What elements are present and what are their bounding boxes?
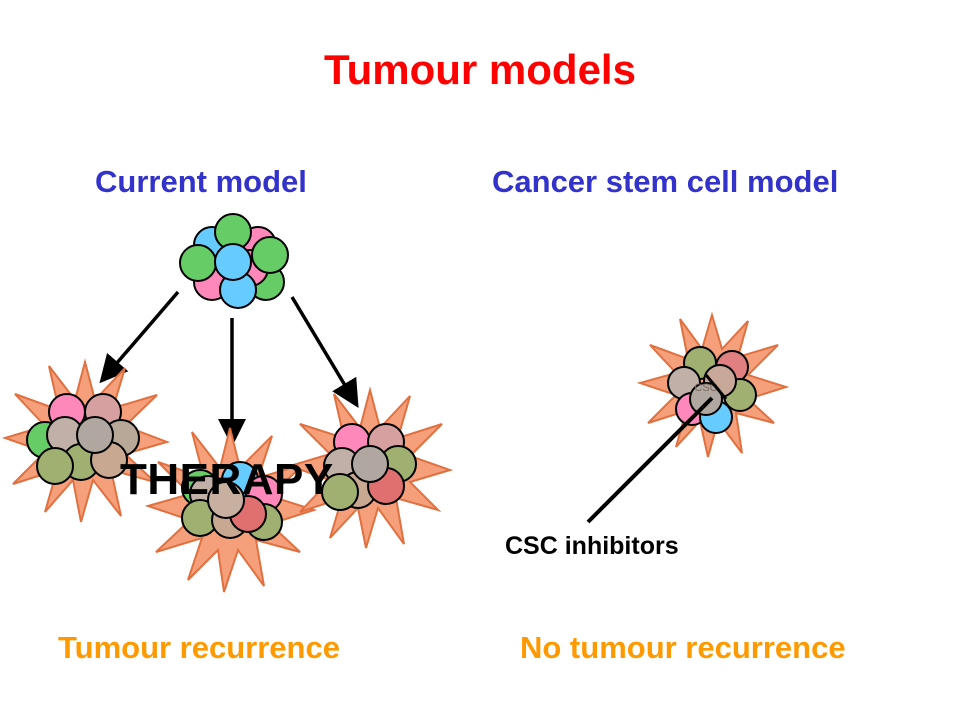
- cancer-stem-cell-model-heading: Cancer stem cell model: [492, 164, 839, 199]
- recurrent-tumour-center-icon: [144, 427, 318, 593]
- therapy-label: THERAPY: [120, 455, 334, 504]
- original-tumour-icon: [179, 213, 289, 309]
- no-tumour-recurrence-label: No tumour recurrence: [520, 630, 846, 665]
- left-arrow-icon: [99, 290, 180, 384]
- inhibitor-line-icon: [586, 396, 714, 524]
- arrows: [99, 290, 359, 447]
- inhibitor-bar-icon: [704, 374, 728, 400]
- csc-tumour-icon: CSC: [636, 311, 790, 458]
- csc-label: CSC: [694, 382, 717, 394]
- tumour-recurrence-label: Tumour recurrence: [58, 630, 340, 665]
- csc-inhibitors-label: CSC inhibitors: [505, 532, 679, 560]
- right-arrow-icon: [290, 296, 359, 409]
- current-model-heading: Current model: [95, 164, 307, 199]
- page-title: Tumour models: [324, 46, 636, 93]
- recurrent-tumour-right-icon: [286, 386, 454, 549]
- recurrent-tumour-left-icon: [1, 358, 171, 523]
